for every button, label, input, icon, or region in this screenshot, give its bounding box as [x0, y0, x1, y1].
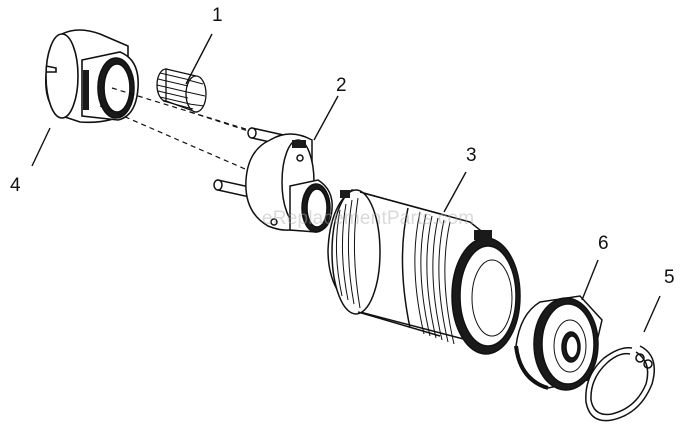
leader-line-4 [31, 127, 51, 167]
flanged-bushing-part [45, 29, 139, 124]
retaining-ring-part [585, 345, 655, 422]
pinion-gear-part [156, 68, 207, 113]
threaded-housing-part [327, 189, 521, 355]
callout-3: 3 [466, 145, 477, 166]
bearing-part [514, 295, 603, 391]
leader-line-3 [443, 171, 467, 213]
callout-2: 2 [336, 75, 347, 96]
callout-1: 1 [212, 5, 223, 26]
leader-line-1 [185, 33, 213, 85]
leader-line-5 [643, 295, 661, 333]
pin-carrier-part [213, 127, 333, 233]
leader-line-2 [313, 95, 339, 141]
watermark-text: eReplacementParts.com [262, 208, 475, 229]
callout-5: 5 [664, 267, 675, 288]
callout-4: 4 [10, 175, 21, 196]
leader-line-6 [581, 259, 599, 301]
callout-leader-lines [31, 33, 661, 333]
callout-6: 6 [598, 233, 609, 254]
